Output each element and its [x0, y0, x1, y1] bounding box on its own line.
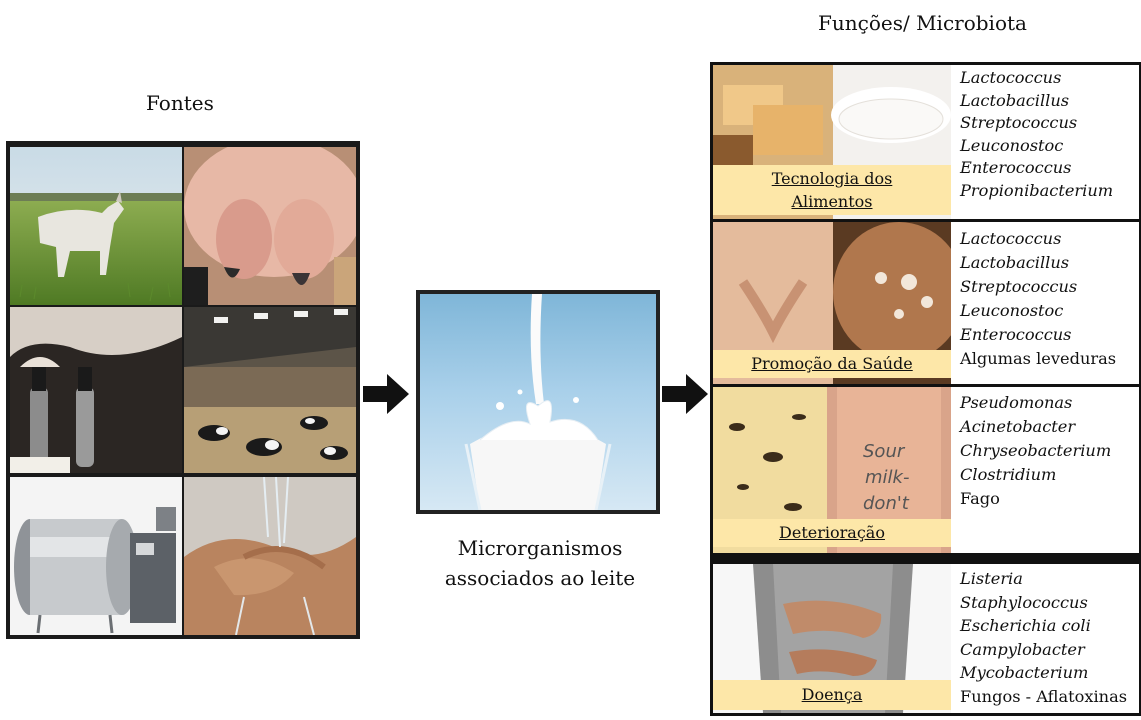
microbe-name: Streptococcus	[960, 112, 1113, 135]
microbe-name: Fago	[960, 487, 1111, 511]
category-label: Deterioração	[713, 519, 951, 547]
microbe-name: Escherichia coli	[960, 614, 1127, 638]
milking-machine-photo	[10, 307, 182, 473]
category-label: Doença	[713, 680, 951, 710]
microbe-name: Pseudomonas	[960, 391, 1111, 415]
microbe-name: Clostridium	[960, 463, 1111, 487]
category-row-health-promotion: Promoção da Saúde Lactococcus Lactobacil…	[713, 222, 1139, 384]
category-row-food-technology: Tecnologia dos Alimentos Lactococcus Lac…	[713, 65, 1139, 219]
microbiota-list: Listeria Staphylococcus Escherichia coli…	[960, 567, 1127, 708]
microbe-name: Propionibacterium	[960, 180, 1113, 203]
category-row-disease: Doença Listeria Staphylococcus Escherich…	[713, 564, 1139, 713]
microbiota-list: Pseudomonas Acinetobacter Chryseobacteri…	[960, 391, 1111, 511]
microbe-name: Leuconostoc	[960, 135, 1113, 158]
udder-photo	[184, 147, 356, 305]
microbe-name: Campylobacter	[960, 638, 1127, 662]
photo-text: milk-	[865, 467, 909, 488]
category-label: Promoção da Saúde	[713, 350, 951, 378]
microbe-name: Chryseobacterium	[960, 439, 1111, 463]
microbe-name: Streptococcus	[960, 275, 1116, 299]
milk-glass-photo	[416, 290, 660, 514]
sources-heading: Fontes	[146, 91, 214, 115]
microbe-name: Enterococcus	[960, 157, 1113, 180]
microbe-name: Enterococcus	[960, 323, 1116, 347]
microbe-name: Fungos - Aflatoxinas	[960, 685, 1127, 709]
photo-text: don't	[863, 493, 910, 514]
microbe-name: Lactobacillus	[960, 90, 1113, 113]
barn-cows-photo	[184, 307, 356, 473]
microbe-name: Mycobacterium	[960, 661, 1127, 685]
center-caption: Microrganismos associados ao leite	[420, 533, 660, 593]
microbiota-list: Lactococcus Lactobacillus Streptococcus …	[960, 67, 1113, 202]
microbe-name: Algumas leveduras	[960, 347, 1116, 371]
sources-collage	[6, 141, 360, 639]
microbe-name: Leuconostoc	[960, 299, 1116, 323]
microbe-name: Lactobacillus	[960, 251, 1116, 275]
center-caption-line: Microrganismos	[420, 533, 660, 563]
microbe-name: Lactococcus	[960, 227, 1116, 251]
category-label-line: Alimentos	[713, 190, 951, 213]
functions-table: Tecnologia dos Alimentos Lactococcus Lac…	[710, 62, 1141, 716]
microbiota-list: Lactococcus Lactobacillus Streptococcus …	[960, 227, 1116, 371]
category-label-line: Tecnologia dos	[713, 167, 951, 190]
arrow-right-icon	[363, 372, 411, 416]
goat-photo	[10, 147, 182, 305]
microbe-name: Staphylococcus	[960, 591, 1127, 615]
category-row-spoilage: Sour milk- don't Deterioração Pseudomona…	[713, 387, 1139, 553]
photo-text: Sour	[863, 441, 906, 462]
functions-heading: Funções/ Microbiota	[818, 11, 1027, 35]
category-label: Tecnologia dos Alimentos	[713, 165, 951, 215]
milk-tank-photo	[10, 477, 182, 635]
microbe-name: Listeria	[960, 567, 1127, 591]
microbe-name: Acinetobacter	[960, 415, 1111, 439]
arrow-right-icon	[662, 372, 710, 416]
center-caption-line: associados ao leite	[420, 563, 660, 593]
hand-washing-photo	[184, 477, 356, 635]
microbe-name: Lactococcus	[960, 67, 1113, 90]
